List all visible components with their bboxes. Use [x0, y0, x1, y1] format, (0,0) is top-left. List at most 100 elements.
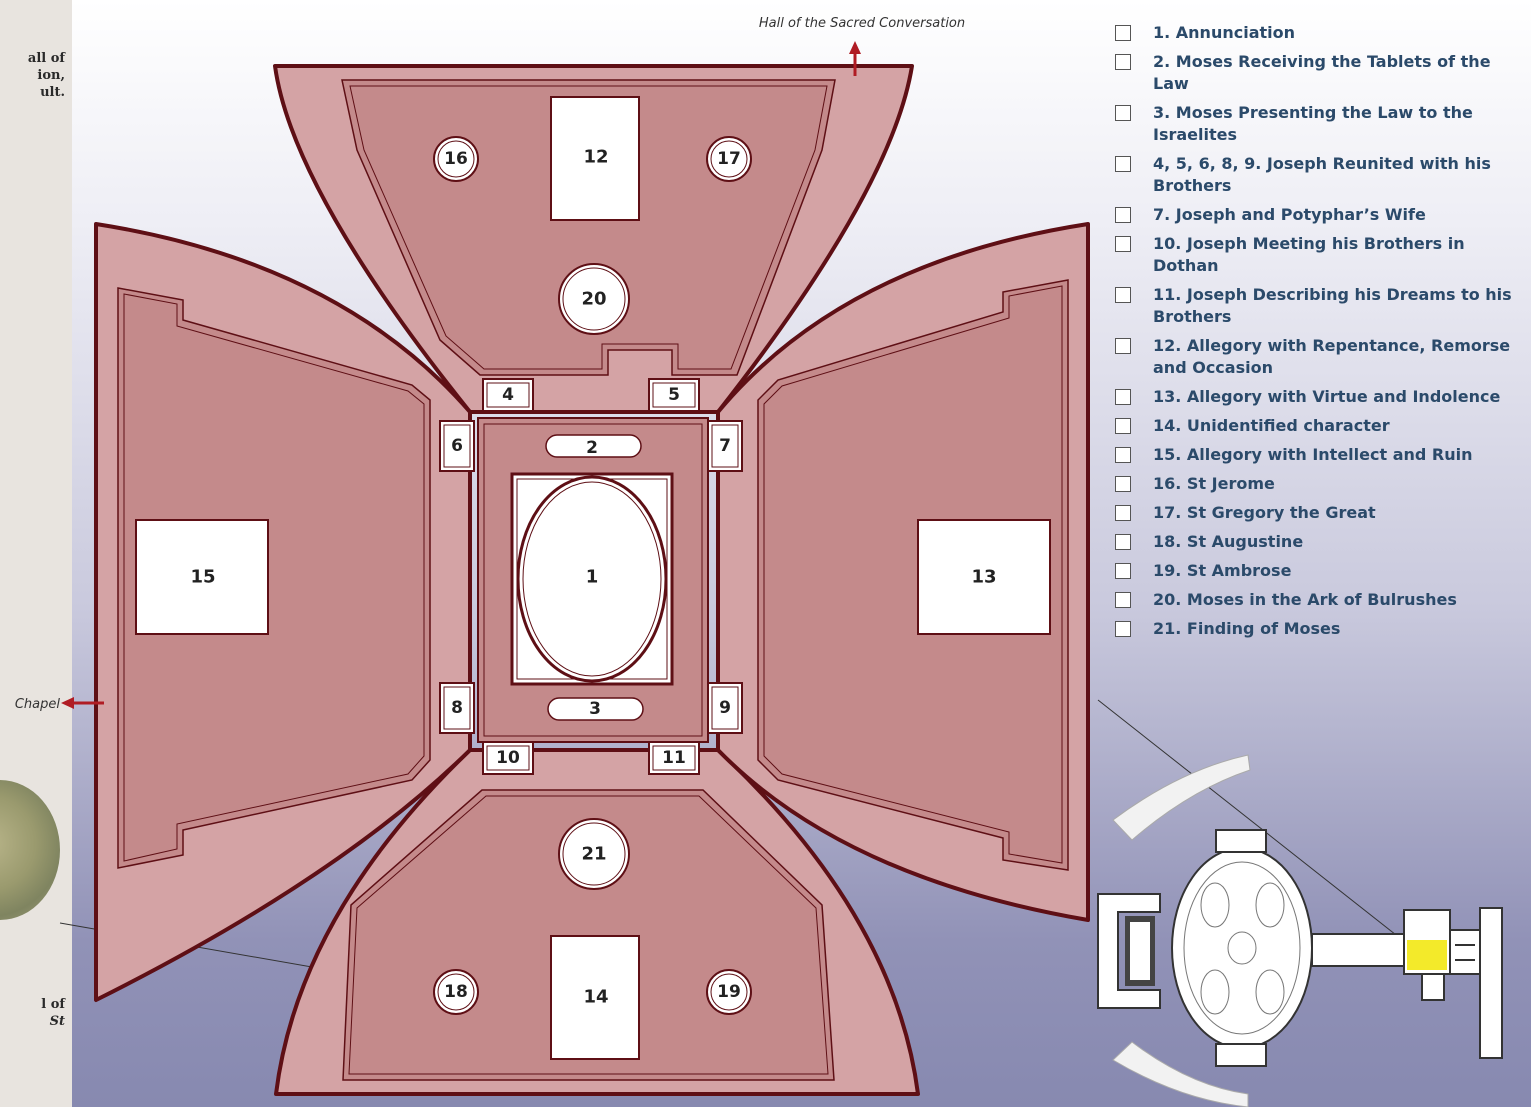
- panel-inner-outlines: [123, 85, 1063, 1075]
- panel-12: [550, 96, 640, 221]
- panel-9: [707, 682, 743, 734]
- checkbox-icon[interactable]: [1115, 25, 1131, 41]
- label-8: 8: [451, 698, 463, 718]
- side-panel: all of ion, ult. l of St: [0, 0, 72, 1107]
- legend-item[interactable]: 3. Moses Presenting the Law to the Israe…: [1115, 102, 1525, 146]
- checkbox-icon[interactable]: [1115, 592, 1131, 608]
- locator-corridor: [1311, 933, 1405, 967]
- checkbox-icon[interactable]: [1115, 338, 1131, 354]
- locator-apse: [1097, 893, 1161, 1009]
- label-15: 15: [190, 567, 215, 588]
- checkbox-icon[interactable]: [1115, 105, 1131, 121]
- legend-item-label: 2. Moses Receiving the Tablets of the La…: [1153, 52, 1491, 93]
- side-caption-bottom-bold: l of: [41, 997, 65, 1012]
- checkbox-icon[interactable]: [1115, 534, 1131, 550]
- label-6: 6: [451, 436, 463, 456]
- legend-item-label: 13. Allegory with Virtue and Indolence: [1153, 387, 1501, 406]
- panel-8: [439, 682, 475, 734]
- small-panels: [439, 378, 743, 775]
- legend-item-label: 11. Joseph Describing his Dreams to his …: [1153, 285, 1512, 326]
- checkbox-icon[interactable]: [1115, 236, 1131, 252]
- label-21: 21: [581, 844, 606, 865]
- panel-13: [917, 519, 1051, 635]
- legend-item[interactable]: 20. Moses in the Ark of Bulrushes: [1115, 589, 1525, 611]
- medallion-18: [433, 969, 479, 1015]
- legend-item[interactable]: 21. Finding of Moses: [1115, 618, 1525, 640]
- legend-item-label: 3. Moses Presenting the Law to the Israe…: [1153, 103, 1473, 144]
- legend-item-label: 12. Allegory with Repentance, Remorse an…: [1153, 336, 1511, 377]
- panel-6: [439, 420, 475, 472]
- legend: 1. Annunciation 2. Moses Receiving the Ta…: [1115, 22, 1525, 647]
- label-3: 3: [589, 699, 601, 719]
- checkbox-icon[interactable]: [1115, 156, 1131, 172]
- legend-item-label: 18. St Augustine: [1153, 532, 1304, 551]
- legend-item[interactable]: 17. St Gregory the Great: [1115, 502, 1525, 524]
- checkbox-icon[interactable]: [1115, 287, 1131, 303]
- panel-15: [135, 519, 269, 635]
- medallion-20: [558, 263, 630, 335]
- side-caption-bottom-italic: St: [49, 1014, 65, 1029]
- checkbox-icon[interactable]: [1115, 389, 1131, 405]
- legend-item-label: 1. Annunciation: [1153, 23, 1296, 42]
- label-2: 2: [586, 438, 598, 458]
- north-exit: Hall of the Sacred Conversation: [759, 16, 965, 76]
- checkbox-icon[interactable]: [1115, 207, 1131, 223]
- medallion-21: [558, 818, 630, 890]
- checkbox-icon[interactable]: [1115, 476, 1131, 492]
- locator-highlight: [1407, 940, 1447, 970]
- panel-10: [482, 741, 534, 775]
- label-17: 17: [717, 149, 741, 169]
- east-panel: [757, 279, 1069, 871]
- legend-item-label: 14. Unidentified character: [1153, 416, 1390, 435]
- legend-item[interactable]: 13. Allegory with Virtue and Indolence: [1115, 386, 1525, 408]
- annunciation-oval: [516, 475, 668, 683]
- large-panels: [135, 96, 1051, 1060]
- legend-item[interactable]: 16. St Jerome: [1115, 473, 1525, 495]
- legend-item[interactable]: 18. St Augustine: [1115, 531, 1525, 553]
- locator-arc-top: [1112, 754, 1251, 841]
- label-16: 16: [444, 149, 468, 169]
- label-7: 7: [719, 436, 731, 456]
- panel-11: [648, 741, 700, 775]
- legend-item[interactable]: 11. Joseph Describing his Dreams to his …: [1115, 284, 1525, 328]
- label-19: 19: [717, 982, 741, 1002]
- checkbox-icon[interactable]: [1115, 505, 1131, 521]
- checkbox-icon[interactable]: [1115, 54, 1131, 70]
- checkbox-icon[interactable]: [1115, 447, 1131, 463]
- label-9: 9: [719, 698, 731, 718]
- legend-item[interactable]: 15. Allegory with Intellect and Ruin: [1115, 444, 1525, 466]
- legend-item[interactable]: 14. Unidentified character: [1115, 415, 1525, 437]
- north-exit-label: Hall of the Sacred Conversation: [759, 16, 965, 31]
- label-11: 11: [662, 748, 686, 768]
- label-10: 10: [496, 748, 520, 768]
- side-caption-bottom: l of St: [0, 996, 65, 1030]
- legend-item-label: 15. Allegory with Intellect and Ruin: [1153, 445, 1473, 464]
- medallion-16: [433, 136, 479, 182]
- checkbox-icon[interactable]: [1115, 418, 1131, 434]
- panel-7: [707, 420, 743, 472]
- legend-item[interactable]: 4, 5, 6, 8, 9. Joseph Reunited with his …: [1115, 153, 1525, 197]
- legend-item-label: 20. Moses in the Ark of Bulrushes: [1153, 590, 1457, 609]
- medallion-19: [706, 969, 752, 1015]
- panel-14: [550, 935, 640, 1060]
- west-panel: [117, 287, 431, 869]
- legend-item[interactable]: 1. Annunciation: [1115, 22, 1525, 44]
- moses-tablets-pill: [545, 434, 642, 458]
- legend-item[interactable]: 2. Moses Receiving the Tablets of the La…: [1115, 51, 1525, 95]
- legend-item[interactable]: 7. Joseph and Potyphar’s Wife: [1115, 204, 1525, 226]
- label-18: 18: [444, 982, 468, 1002]
- legend-item[interactable]: 12. Allegory with Repentance, Remorse an…: [1115, 335, 1525, 379]
- legend-item-label: 4, 5, 6, 8, 9. Joseph Reunited with his …: [1153, 154, 1491, 195]
- medallion-17: [706, 136, 752, 182]
- moses-law-pill: [547, 697, 644, 721]
- legend-item[interactable]: 19. St Ambrose: [1115, 560, 1525, 582]
- checkbox-icon[interactable]: [1115, 563, 1131, 579]
- legend-item-label: 7. Joseph and Potyphar’s Wife: [1153, 205, 1426, 224]
- west-exit-label: Chapel: [15, 697, 61, 712]
- checkbox-icon[interactable]: [1115, 621, 1131, 637]
- locator-wing: [1479, 907, 1503, 1059]
- legend-item[interactable]: 10. Joseph Meeting his Brothers in Dotha…: [1115, 233, 1525, 277]
- legend-item-label: 17. St Gregory the Great: [1153, 503, 1376, 522]
- west-arrow-icon: [61, 697, 74, 709]
